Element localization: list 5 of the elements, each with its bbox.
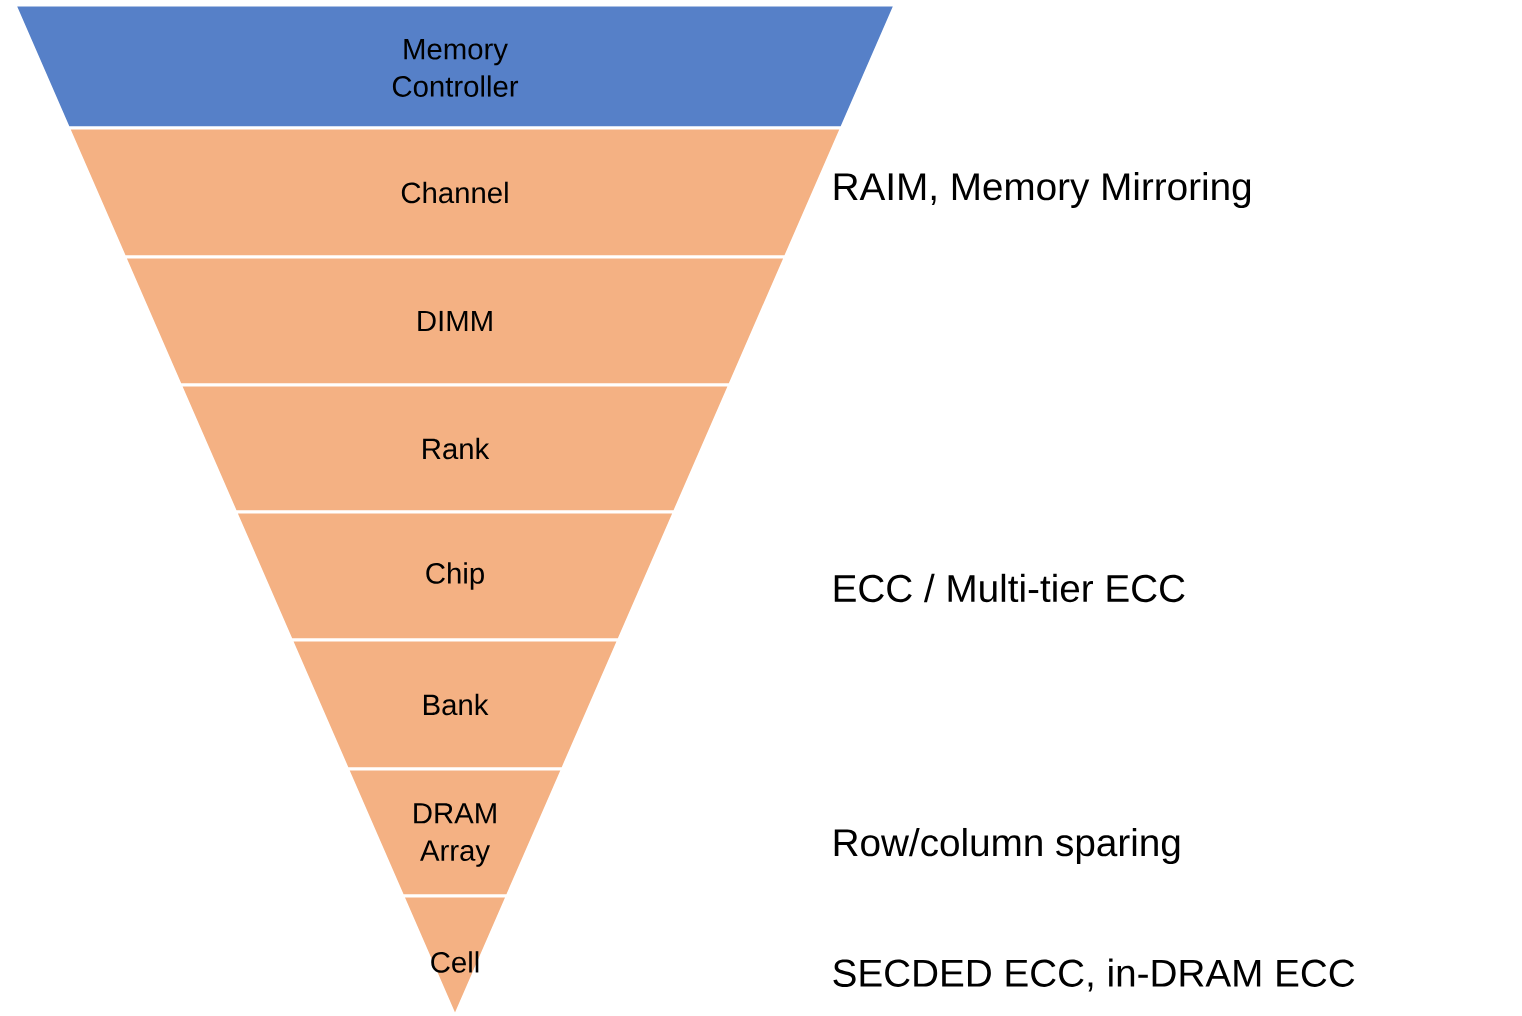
side-label: Row/column sparing [834, 827, 1180, 864]
side-label: SECDED ECC, in-DRAM ECC [833, 958, 1355, 992]
funnel-band: Bank [289, 638, 621, 771]
side-label: ECC / Multi-tier ECC [834, 573, 1185, 603]
funnel-band: Rank [178, 383, 732, 514]
